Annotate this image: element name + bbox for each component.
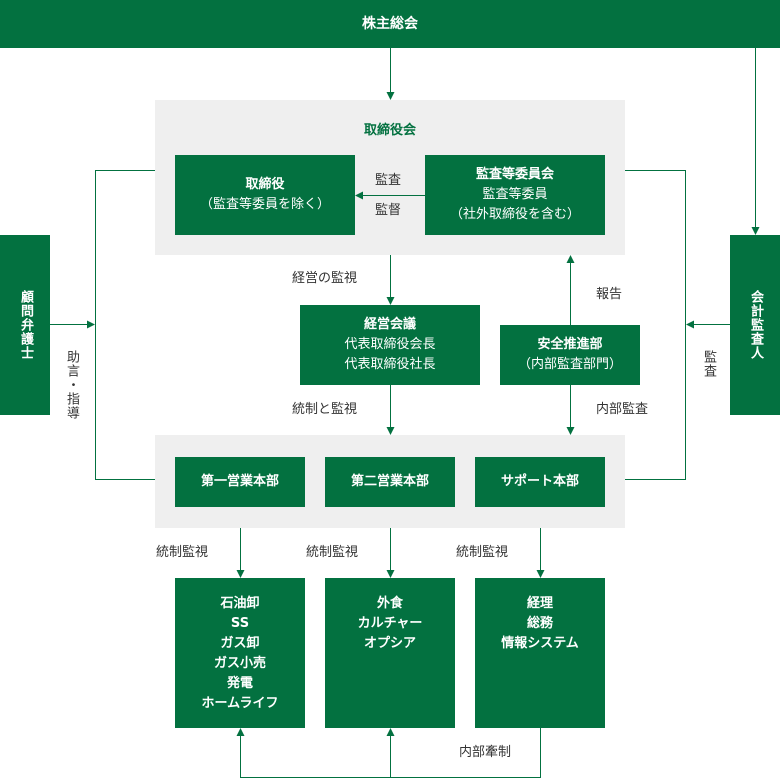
control-monitoring-label-2: 統制監視 (306, 545, 359, 560)
business-box-1: 石油卸 SS ガス卸 ガス小売 発電 ホームライフ (175, 578, 305, 728)
management-meeting-president: 代表取締役社長 (344, 357, 436, 372)
lawyer-label: 顧問弁護士 (18, 290, 33, 360)
audit-committee-note: （社外取締役を含む） (449, 207, 580, 222)
audit-committee-members: 監査等委員 (482, 187, 548, 202)
audit-committee-title: 監査等委員会 (475, 167, 554, 182)
business-item: 経理 (526, 596, 553, 611)
business-item: 発電 (226, 676, 253, 691)
report-label: 報告 (596, 287, 623, 302)
accounting-auditor-box: 会計監査人 (730, 235, 780, 415)
division-box-1: 第一営業本部 (175, 457, 305, 507)
business-item: ホームライフ (201, 696, 279, 711)
business-item: ガス小売 (213, 656, 266, 671)
division-box-2: 第二営業本部 (325, 457, 455, 507)
audit-committee-box: 監査等委員会 監査等委員 （社外取締役を含む） (425, 155, 605, 235)
safety-dept-box: 安全推進部 （内部監査部門） (500, 325, 640, 385)
management-meeting-chair: 代表取締役会長 (344, 337, 436, 352)
audit-label: 監査 (375, 173, 402, 188)
business-box-2: 外食 カルチャー オプシア (325, 578, 455, 728)
control-monitoring-label-3: 統制監視 (456, 545, 509, 560)
management-meeting-title: 経営会議 (363, 317, 416, 332)
directors-box: 取締役 （監査等委員を除く） (175, 155, 355, 235)
business-item: オプシア (363, 636, 416, 651)
internal-check-label: 内部牽制 (459, 745, 512, 760)
shareholders-meeting-label: 株主総会 (362, 16, 418, 32)
control-oversight-label: 統制と監視 (292, 402, 358, 417)
directors-subtitle: （監査等委員を除く） (199, 197, 330, 212)
business-item: 石油卸 (220, 596, 260, 611)
control-monitoring-label-1: 統制監視 (156, 545, 209, 560)
division-label-1: 第一営業本部 (200, 474, 279, 489)
audit-side-label: 監査 (701, 350, 716, 378)
supervision-label: 監督 (375, 203, 402, 218)
business-item: 情報システム (501, 636, 579, 651)
shareholders-meeting: 株主総会 (0, 0, 780, 48)
safety-dept-title: 安全推進部 (537, 337, 603, 352)
internal-audit-label: 内部監査 (596, 402, 649, 417)
lawyer-box: 顧問弁護士 (0, 235, 50, 415)
advice-label: 助言・指導 (64, 350, 79, 420)
line-lawyer-bracket (95, 170, 155, 480)
division-box-3: サポート本部 (475, 457, 605, 507)
line-auditor-bracket (625, 170, 686, 480)
business-box-3: 経理 総務 情報システム (475, 578, 605, 728)
business-item: ガス卸 (220, 636, 260, 651)
business-item: 外食 (376, 596, 403, 611)
business-item: SS (230, 616, 250, 631)
business-item: カルチャー (357, 616, 423, 631)
safety-dept-subtitle: （内部監査部門） (517, 357, 622, 372)
management-oversight-label: 経営の監視 (292, 271, 358, 286)
accounting-auditor-label: 会計監査人 (748, 290, 763, 360)
management-meeting-box: 経営会議 代表取締役会長 代表取締役社長 (300, 305, 480, 385)
division-label-3: サポート本部 (500, 474, 579, 489)
directors-title: 取締役 (245, 177, 285, 192)
board-title: 取締役会 (363, 123, 416, 138)
division-label-2: 第二営業本部 (350, 474, 429, 489)
business-item: 総務 (526, 616, 553, 631)
